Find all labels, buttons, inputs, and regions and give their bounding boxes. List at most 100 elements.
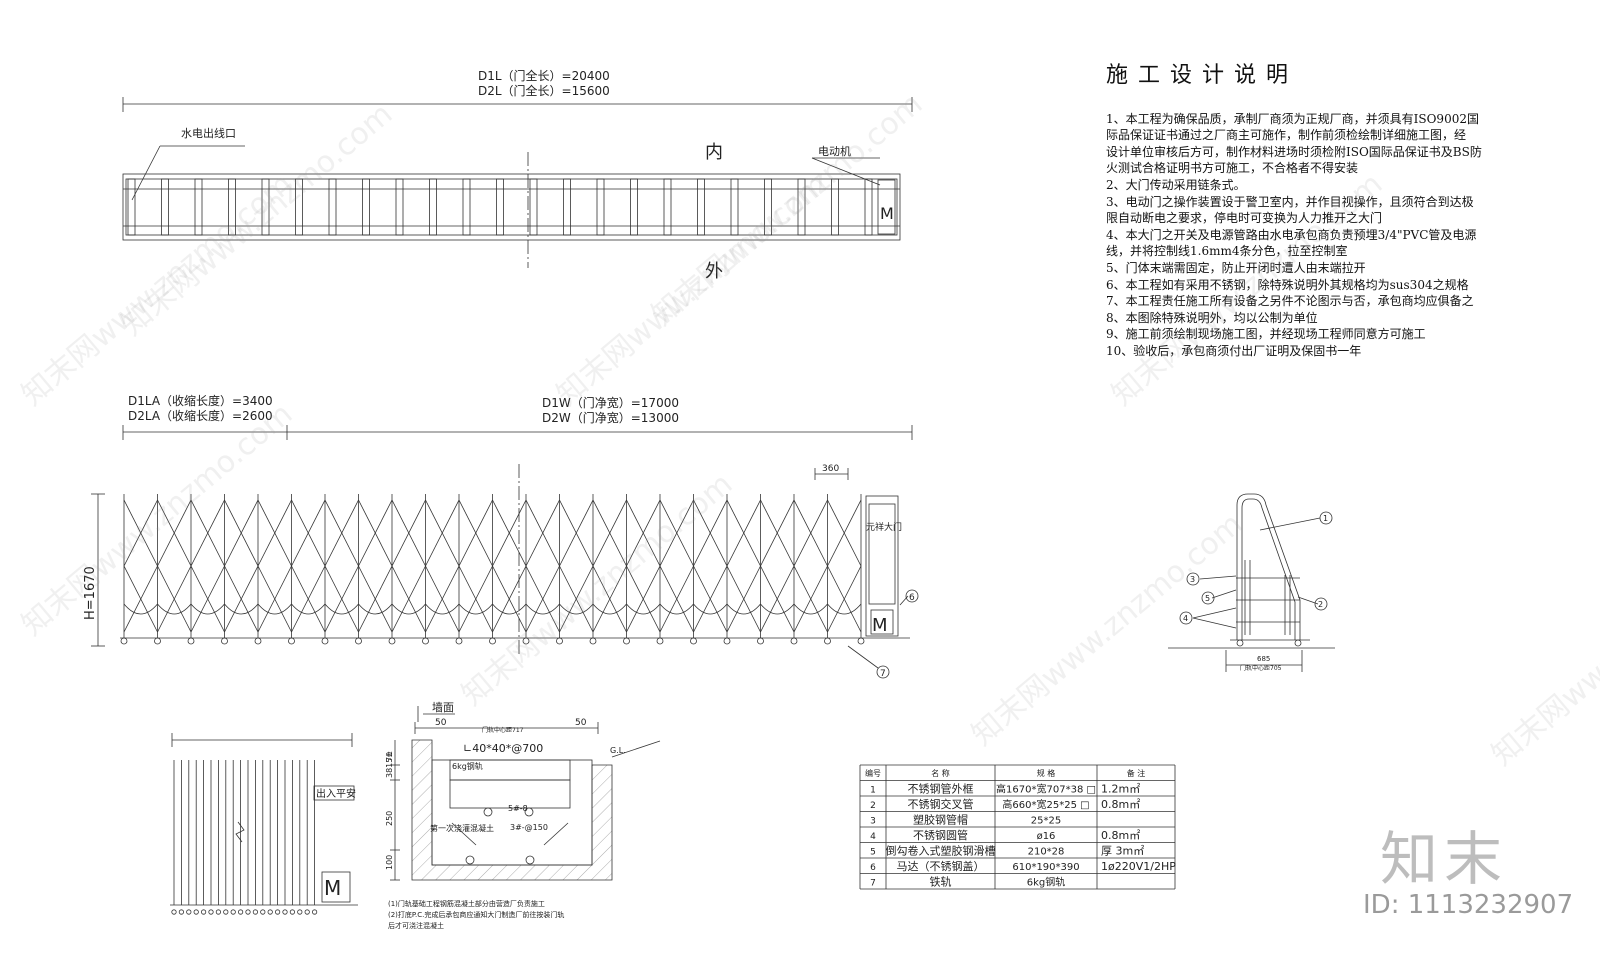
side-dim-note: 门轨中心距705 bbox=[1240, 664, 1282, 672]
lattice-arc bbox=[123, 603, 158, 615]
lattice-cross bbox=[458, 565, 493, 633]
plan-post bbox=[730, 178, 739, 236]
folded-wheel bbox=[260, 909, 266, 915]
foundation-detail bbox=[390, 706, 661, 881]
dim-50-right: 50 bbox=[575, 718, 587, 728]
lattice-cross bbox=[760, 565, 795, 633]
lattice-cross bbox=[793, 499, 828, 567]
lattice-arc bbox=[157, 603, 192, 615]
brand-logo: 知末 bbox=[1380, 825, 1509, 893]
plan-post bbox=[127, 178, 136, 236]
lattice-cross bbox=[492, 499, 527, 567]
design-note-line: 6、本工程如有采用不锈钢，除特殊说明外其规格均为sus304之规格 bbox=[1106, 277, 1469, 292]
design-note-line: 际品保证证书通过之厂商主可施作，制作前须检绘制详细施工图，经 bbox=[1106, 128, 1467, 143]
lattice-arc bbox=[224, 603, 259, 615]
lattice-cross bbox=[157, 565, 192, 633]
folded-label: 出入平安 bbox=[316, 787, 356, 800]
side-callout-label: 1 bbox=[1323, 514, 1328, 523]
lattice-cross bbox=[157, 499, 192, 567]
dim-retract-d1: D1LA（收缩长度）=3400 bbox=[128, 393, 273, 408]
dim-250: 250 bbox=[385, 811, 394, 826]
lattice-arc bbox=[291, 603, 326, 615]
folded-wheel bbox=[238, 909, 244, 915]
table-cell: 5 bbox=[870, 848, 876, 858]
table-cell: 塑胶钢管帽 bbox=[913, 813, 968, 827]
dim-width-d1: D1W（门净宽）=17000 bbox=[542, 395, 679, 410]
lattice-wheel bbox=[254, 637, 262, 645]
side-callout-circle bbox=[1179, 611, 1193, 625]
lattice-cross bbox=[291, 499, 326, 567]
folded-wheel bbox=[186, 909, 192, 915]
folded-wheel bbox=[193, 909, 199, 915]
foundation-note-1: (1)门轨基础工程钢筋混凝土部分由营造厂负责施工 bbox=[388, 899, 545, 908]
lattice-cross bbox=[458, 499, 493, 567]
door-sign: 元祥大门 bbox=[866, 521, 902, 533]
lattice-cross bbox=[525, 499, 560, 567]
height-label: H=1670 bbox=[83, 566, 98, 620]
lattice-arc bbox=[358, 603, 393, 615]
table-cell: 倒勾卷入式塑胶钢滑槽 bbox=[886, 844, 996, 858]
lattice-arc bbox=[793, 603, 828, 615]
lattice-arc bbox=[458, 603, 493, 615]
design-note-line: 限自动断电之要求，停电时可变换为人力推开之大门 bbox=[1106, 211, 1383, 226]
plan-post bbox=[261, 178, 270, 236]
elev-motor bbox=[870, 609, 894, 635]
lattice-wheel bbox=[422, 637, 429, 645]
lattice-cross bbox=[123, 565, 158, 633]
lattice-cross bbox=[726, 499, 761, 567]
design-note-line: 火测试合格证明书方可施工，不合格者不得安装 bbox=[1106, 161, 1359, 176]
dim-100: 100 bbox=[385, 855, 394, 870]
folded-wheel bbox=[274, 909, 281, 915]
plan-post bbox=[596, 178, 605, 236]
ground-label: G.L. bbox=[610, 746, 626, 755]
lattice-cross bbox=[257, 499, 292, 567]
plan-post bbox=[663, 178, 672, 236]
callout-6: 6 bbox=[909, 593, 915, 603]
top-plan-view bbox=[122, 97, 913, 268]
table-cell: 不锈钢管外框 bbox=[908, 782, 974, 796]
lattice-cross bbox=[693, 499, 728, 567]
folded-wheel bbox=[267, 909, 273, 915]
elev-motor-mark: M bbox=[872, 615, 888, 636]
table-cell: 马达（不锈钢盖） bbox=[897, 859, 985, 873]
lattice-cross bbox=[626, 565, 661, 633]
table-cell: 2 bbox=[870, 801, 876, 811]
foundation-note-3: 后才可浇注混凝土 bbox=[388, 921, 444, 930]
rail-label: 6kg钢轨 bbox=[452, 761, 483, 771]
table-cell: 7 bbox=[870, 879, 876, 889]
folded-wheel bbox=[282, 909, 288, 915]
lattice-cross bbox=[324, 565, 359, 633]
folded-wheel bbox=[230, 909, 236, 915]
lattice-arc bbox=[693, 603, 728, 615]
lattice-wheel bbox=[120, 637, 128, 645]
dim-width-d2: D2W（门净宽）=13000 bbox=[542, 410, 679, 425]
design-note-line: 8、本图除特殊说明外，均以公制为单位 bbox=[1106, 310, 1318, 325]
folded-wheel bbox=[289, 909, 295, 915]
table-cell: ø16 bbox=[1037, 831, 1056, 842]
lattice-wheel bbox=[623, 637, 630, 645]
lattice-cross bbox=[592, 565, 627, 633]
folded-wheel bbox=[311, 909, 318, 915]
design-note-line: 7、本工程责任施工所有设备之另件不论图示与否，承包商均应俱备之 bbox=[1106, 294, 1474, 309]
plan-post bbox=[630, 178, 638, 236]
table-cell: 0.8m㎡ bbox=[1101, 798, 1140, 811]
design-note-line: 设计单位审核后方可，制作材料进场时须检附ISO国际品保证书及BS防 bbox=[1106, 144, 1482, 159]
lattice-wheel bbox=[589, 637, 597, 645]
lattice-wheel bbox=[355, 637, 362, 645]
lattice-cross bbox=[358, 565, 393, 633]
lattice-cross bbox=[492, 565, 527, 633]
design-notes: 施工设计说明 1、本工程为确保品质，承制厂商须为正规厂商，并须具有ISO9002… bbox=[1106, 65, 1576, 360]
plan-post bbox=[228, 178, 236, 236]
folded-wheel bbox=[304, 909, 310, 915]
lattice-arc bbox=[659, 603, 694, 615]
lattice-arc bbox=[492, 603, 527, 615]
lattice-wheel bbox=[723, 637, 731, 645]
folded-wheel bbox=[208, 909, 214, 915]
plan-post bbox=[462, 178, 471, 236]
side-dim-bottom: 685 bbox=[1257, 655, 1270, 663]
lattice-cross bbox=[726, 565, 761, 633]
rebar-main: 5#-8 bbox=[508, 804, 528, 813]
lattice-arc bbox=[726, 603, 761, 615]
plan-post bbox=[362, 178, 370, 236]
folded-view bbox=[170, 733, 358, 915]
